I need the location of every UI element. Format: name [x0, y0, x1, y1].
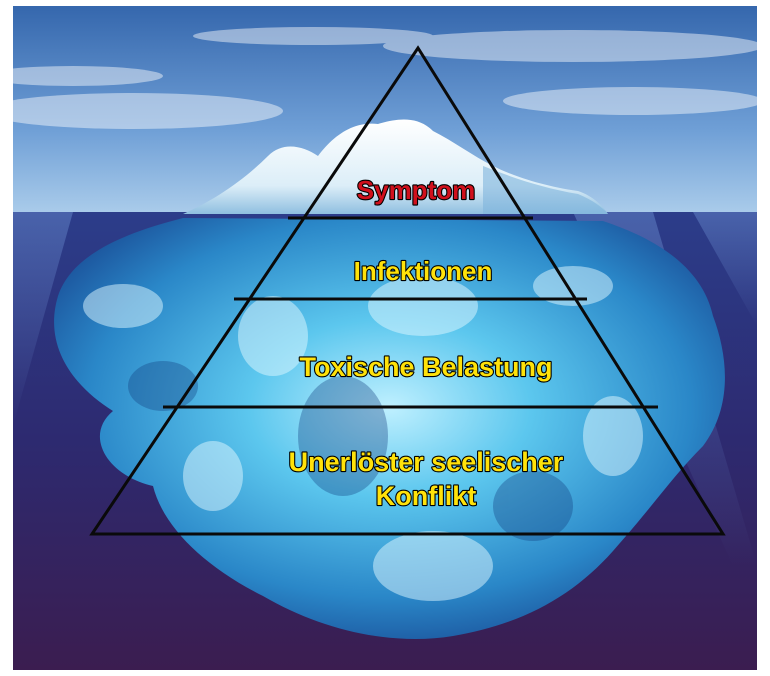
level-infections-label: Infektionen: [354, 256, 493, 286]
level-toxic-label: Toxische Belastung: [299, 352, 552, 382]
pyramid: [89, 45, 726, 536]
level-symptom-label: Symptom: [357, 175, 475, 205]
iceberg-scene: Symptom Infektionen Toxische Belastung U…: [13, 6, 757, 670]
pyramid-outline: [89, 45, 726, 536]
level-conflict-label-line2: Konflikt: [376, 481, 477, 511]
level-conflict-label-line1: Unerlöster seelischer: [289, 447, 564, 477]
ice-highlights: [83, 266, 643, 601]
clouds: [13, 27, 757, 129]
